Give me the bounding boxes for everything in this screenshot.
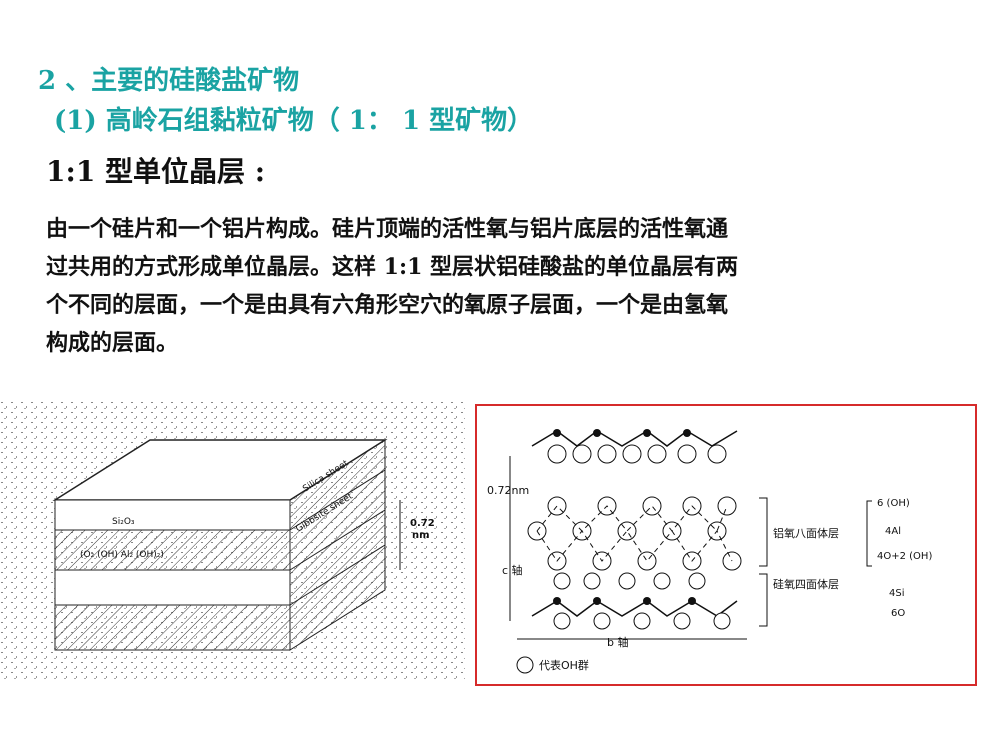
body-line: 过共用的方式形成单位晶层。这样 1:1 型层状铝硅酸盐的单位晶层有两 <box>46 254 739 280</box>
oh-count-label: 6 (OH) <box>877 498 910 509</box>
al-count-label: 4Al <box>885 526 901 537</box>
gibbsite-layer-2 <box>54 604 291 651</box>
o-count-label: 6O <box>891 608 905 619</box>
top-oxygen-row <box>547 429 727 464</box>
subsection-heading: (1) 高岭石组黏粒矿物（ 1： 1 型矿物） <box>54 106 534 136</box>
silica-layer-2 <box>54 569 291 606</box>
octahedral-layer <box>527 496 742 571</box>
top-zigzag-bonds <box>531 430 738 447</box>
kaolinite-structure-figure: 0.72nm c 轴 <box>475 404 977 686</box>
body-line: 构成的层面。 <box>46 330 179 356</box>
layer-block-svg: Silica sheet Gibbsite sheet Si₂O₃ (O₂ (O… <box>0 400 465 680</box>
layer-block-figure: Silica sheet Gibbsite sheet Si₂O₃ (O₂ (O… <box>0 400 465 680</box>
distance-label: 0.72 <box>410 518 435 529</box>
side-divider <box>289 469 386 531</box>
oh-legend-label: 代表OH群 <box>539 658 589 672</box>
distance-unit-label: nm <box>412 530 430 541</box>
structure-svg: 0.72nm c 轴 <box>487 429 932 674</box>
formula-label: (O₂ (OH) Al₂ (OH)₂) <box>80 550 164 560</box>
al-layer-label: 铝氧八面体层 <box>773 526 839 540</box>
si-count-label: 4Si <box>889 588 905 599</box>
spacing-label: 0.72nm <box>487 484 529 497</box>
tetrahedral-layer <box>531 572 738 630</box>
composition-brace <box>866 500 872 567</box>
body-line: 个不同的层面，一个是由具有六角形空穴的氧原子层面，一个是由氢氧 <box>46 292 729 318</box>
oh-legend-symbol <box>516 656 534 674</box>
si2o3-label: Si₂O₃ <box>112 517 135 527</box>
body-paragraph: 由一个硅片和一个铝片构成。硅片顶端的活性氧与铝片底层的活性氧通 过共用的方式形成… <box>46 210 926 362</box>
c-axis-label: c 轴 <box>502 563 523 577</box>
gibbsite-layer-1 <box>54 529 291 571</box>
side-divider <box>289 544 386 606</box>
tetrahedral-brace <box>759 573 768 627</box>
si-layer-label: 硅氧四面体层 <box>773 577 839 591</box>
o-oh-count-label: 4O+2 (OH) <box>877 551 932 562</box>
section-heading: 2 、主要的硅酸盐矿物 <box>38 66 300 96</box>
b-axis-label: b 轴 <box>607 635 628 649</box>
body-line: 由一个硅片和一个铝片构成。硅片顶端的活性氧与铝片底层的活性氧通 <box>46 216 729 242</box>
silica-layer-1 <box>54 499 291 531</box>
side-divider <box>289 509 386 571</box>
topic-title: 1:1 型单位晶层 : <box>46 155 266 188</box>
octahedral-brace <box>759 497 768 567</box>
block-side-face <box>289 439 386 651</box>
